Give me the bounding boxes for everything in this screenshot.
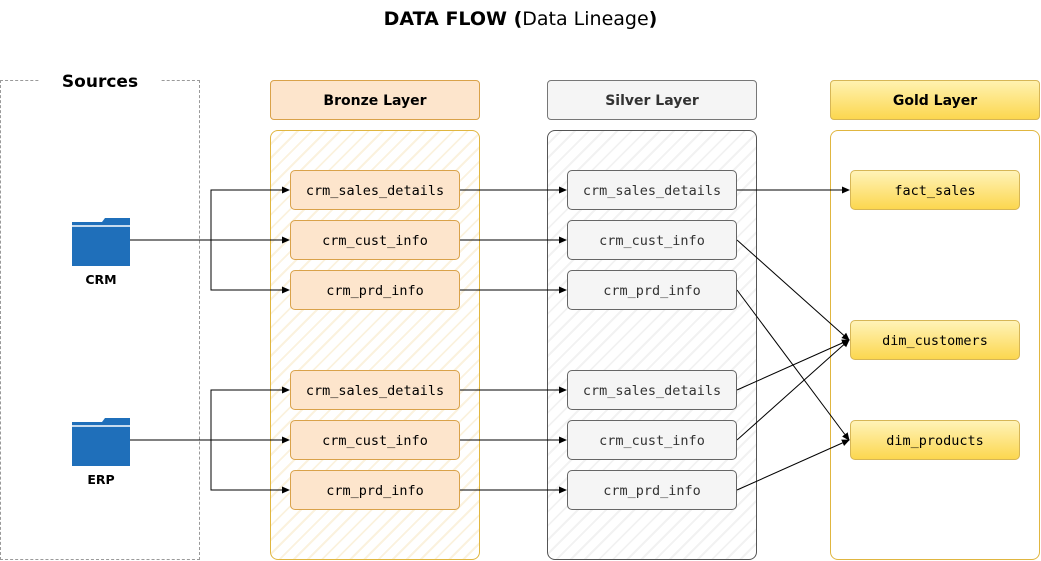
edge-silver-erp-sales-to-dim-customers <box>736 339 850 391</box>
silver-layer-header: Silver Layer <box>547 80 757 120</box>
bronze-node-crm-cust-info: crm_cust_info <box>290 220 460 260</box>
edge-silver-erp-cust-to-dim-customers <box>736 339 850 441</box>
edge-silver-erp-prd-to-dim-products <box>736 439 850 491</box>
bronze-node-crm-prd-info: crm_prd_info <box>290 270 460 310</box>
silver-node-erp-prd-info: crm_prd_info <box>567 470 737 510</box>
silver-node-crm-cust-info: crm_cust_info <box>567 220 737 260</box>
folder-icon <box>72 418 130 466</box>
edge-erp-to-bronze-sales <box>210 386 290 440</box>
gold-node-dim-customers: dim_customers <box>850 320 1020 360</box>
silver-node-crm-prd-info: crm_prd_info <box>567 270 737 310</box>
gold-node-dim-products: dim_products <box>850 420 1020 460</box>
edge-silver-cust-to-dim-customers <box>736 239 850 341</box>
title-normal-part: Data Lineage <box>522 8 649 30</box>
gold-layer-header: Gold Layer <box>830 80 1040 120</box>
diagram-title: DATA FLOW (Data Lineage) <box>0 8 1041 30</box>
edge-crm-to-bronze-prd <box>210 240 290 294</box>
bronze-node-erp-cust-info: crm_cust_info <box>290 420 460 460</box>
bronze-node-erp-sales-details: crm_sales_details <box>290 370 460 410</box>
silver-node-crm-sales-details: crm_sales_details <box>567 170 737 210</box>
bronze-node-crm-sales-details: crm_sales_details <box>290 170 460 210</box>
silver-node-erp-cust-info: crm_cust_info <box>567 420 737 460</box>
source-label-erp: ERP <box>87 472 115 487</box>
edge-crm-to-bronze-sales <box>210 186 290 240</box>
gold-node-fact-sales: fact_sales <box>850 170 1020 210</box>
folder-icon <box>72 218 130 266</box>
bronze-node-erp-prd-info: crm_prd_info <box>290 470 460 510</box>
sources-label: Sources <box>40 68 160 96</box>
bronze-layer-header: Bronze Layer <box>270 80 480 120</box>
edge-erp-to-bronze-prd <box>210 440 290 494</box>
title-bold-part: DATA FLOW ( <box>383 8 523 30</box>
silver-node-erp-sales-details: crm_sales_details <box>567 370 737 410</box>
source-label-crm: CRM <box>85 272 117 287</box>
title-close-part: ) <box>648 8 658 30</box>
